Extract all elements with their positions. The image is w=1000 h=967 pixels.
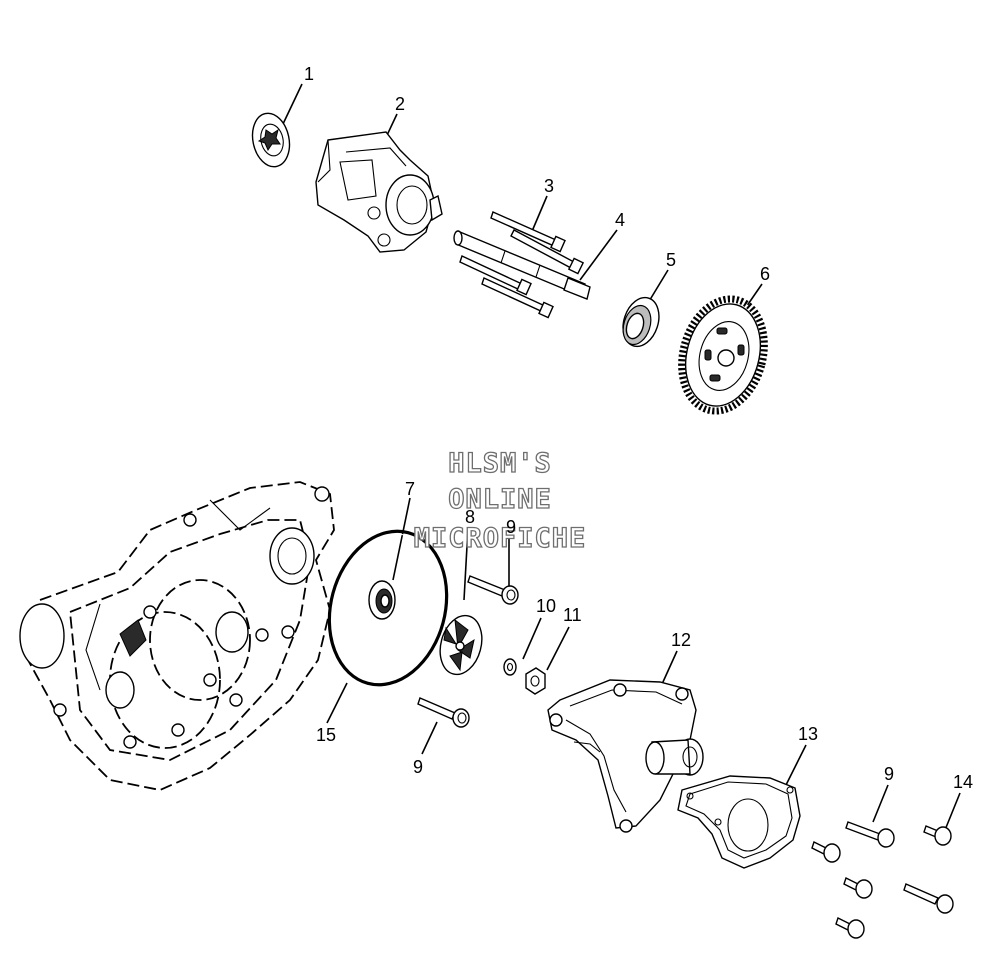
o-ring-gasket [327, 529, 449, 687]
cover-bolt-long-2 [903, 883, 954, 914]
watermark: HLSM'S ONLINE MICROFICHE [413, 447, 587, 554]
pump-bolts [459, 211, 585, 319]
washer [503, 658, 517, 676]
cover-gasket [677, 775, 801, 869]
callout-2: 2 [395, 94, 405, 114]
callout-4: 4 [615, 210, 625, 230]
watermark-line-2: ONLINE [448, 484, 552, 515]
callout-8: 8 [465, 507, 475, 527]
pump-shaft [453, 230, 591, 300]
callout-10: 10 [536, 596, 556, 616]
callout-6: 6 [760, 264, 770, 284]
callout-11: 11 [563, 605, 582, 625]
cover-bolt-short-3 [843, 877, 873, 899]
cover-bolt-short-1 [923, 825, 952, 846]
water-pump-impeller [439, 614, 483, 676]
flange-bolt-lower [417, 697, 470, 728]
cover-bolt-long-1 [845, 821, 895, 848]
callout-9-lower: 9 [413, 757, 423, 777]
callout-9-upper: 9 [506, 517, 516, 537]
cover-bolt-short-2 [811, 841, 841, 863]
flange-bolt-upper [467, 575, 519, 605]
callout-12: 12 [671, 630, 691, 650]
callout-5: 5 [666, 250, 676, 270]
bearing [622, 296, 660, 348]
nut [525, 667, 546, 695]
callout-14: 14 [953, 772, 973, 792]
callout-9-right: 9 [884, 764, 894, 784]
callout-labels: 1 2 3 4 5 6 7 8 9 10 11 12 13 14 15 9 9 [304, 64, 973, 792]
oil-pump-rotor [251, 112, 291, 168]
oil-pump-housing [315, 131, 443, 253]
drive-gear [678, 295, 768, 415]
engine-case-cover [19, 481, 335, 791]
water-pump-cover [547, 679, 704, 833]
callout-3: 3 [544, 176, 554, 196]
callout-7: 7 [405, 479, 415, 499]
leader-lines [282, 83, 961, 831]
cover-bolt-short-4 [835, 917, 865, 939]
mechanical-seal [368, 580, 396, 620]
callout-15: 15 [316, 725, 336, 745]
callout-1: 1 [304, 64, 314, 84]
callout-13: 13 [798, 724, 818, 744]
watermark-line-3: MICROFICHE [414, 523, 587, 554]
watermark-line-1: HLSM'S [448, 448, 552, 479]
